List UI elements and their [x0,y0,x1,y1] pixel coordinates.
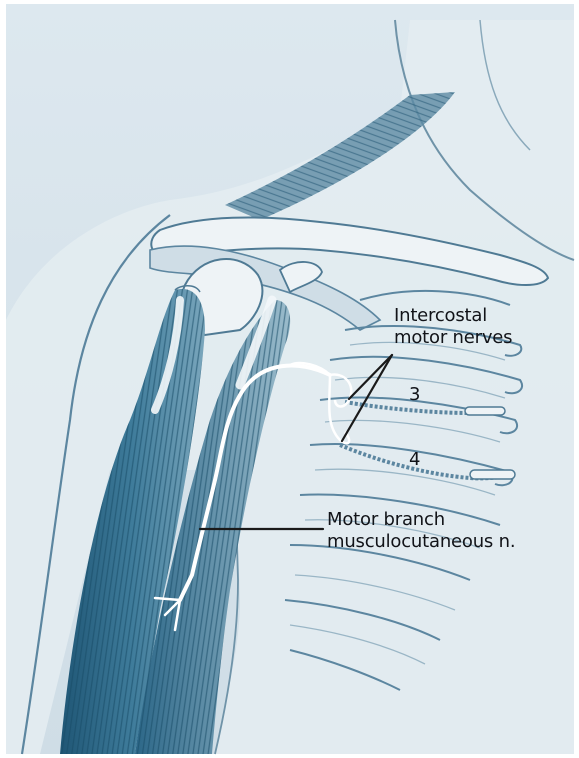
motor-branch-label-line1: Motor branch [327,509,515,531]
rib-4-label: 4 [409,449,420,471]
rib-3-label: 3 [409,384,420,406]
motor-branch-label-line2: musculocutaneous n. [327,531,515,553]
intercostal-motor-nerves-label: Intercostal motor nerves [394,305,512,349]
intercostal-label-line1: Intercostal [394,305,512,327]
motor-branch-label: Motor branch musculocutaneous n. [327,509,515,553]
intercostal-label-line2: motor nerves [394,327,512,349]
